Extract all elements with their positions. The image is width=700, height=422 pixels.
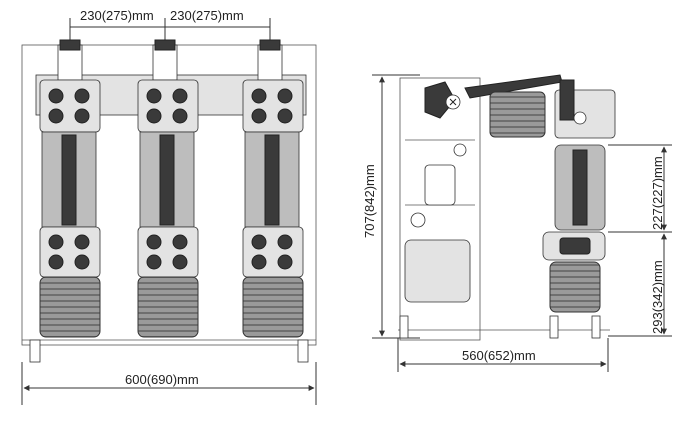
side-upper-label: 227(227)mm	[650, 156, 665, 230]
mechanism-base	[404, 239, 471, 303]
phase-spacing-label-1: 230(275)mm	[80, 8, 154, 23]
lower-insulator	[549, 261, 601, 313]
front-width-label: 600(690)mm	[125, 372, 199, 387]
side-height-label: 707(842)mm	[362, 164, 377, 238]
pole-2	[137, 39, 199, 338]
pole-1	[39, 39, 101, 338]
side-view: 707(842)mm 227(227)mm	[362, 74, 672, 372]
side-lower-label: 293(342)mm	[650, 260, 665, 334]
pole-3	[242, 39, 304, 338]
side-depth-label: 560(652)mm	[462, 348, 536, 363]
spring-cylinder	[424, 164, 456, 206]
front-view: 230(275)mm 230(275)mm	[21, 8, 317, 405]
upper-insulator	[489, 91, 546, 138]
phase-spacing-label-2: 230(275)mm	[170, 8, 244, 23]
mechanism-frame	[399, 77, 481, 341]
